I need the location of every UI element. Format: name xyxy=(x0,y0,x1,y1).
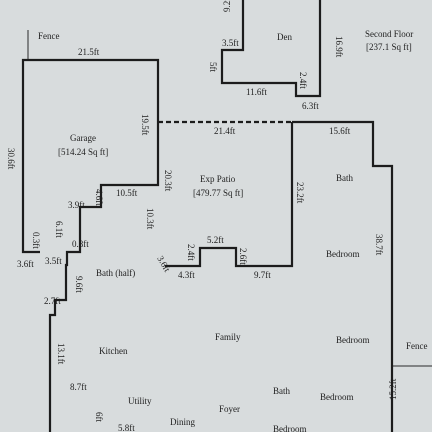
garage-patio-wall xyxy=(48,183,160,432)
dim-6-3: 6.3ft xyxy=(302,101,319,111)
dim-3-6b: 3.6ft xyxy=(155,254,172,274)
dim-4-6: 4.6ft xyxy=(94,189,104,206)
dining-label: Dining xyxy=(170,417,196,427)
dim-2-4: 2.4ft xyxy=(186,244,196,261)
dim-10-3: 10.3ft xyxy=(145,208,155,230)
dim-21-4: 21.4ft xyxy=(214,126,236,136)
den-walls xyxy=(220,0,322,98)
dim-6: 6ft xyxy=(94,412,104,422)
garage-area: [514.24 Sq ft] xyxy=(58,147,108,157)
dim-4-3: 4.3ft xyxy=(178,270,195,280)
bath-bottom-label: Bath xyxy=(273,386,290,396)
dim-11-6: 11.6ft xyxy=(246,87,267,97)
dim-9-7: 9.7ft xyxy=(254,270,271,280)
utility-label: Utility xyxy=(128,396,152,406)
dim-15-6: 15.6ft xyxy=(329,126,351,136)
dim-2-7: 2.7ft xyxy=(44,296,61,306)
family-label: Family xyxy=(215,332,241,342)
dim-8-7: 8.7ft xyxy=(70,382,87,392)
bath-half-label: Bath (half) xyxy=(96,268,135,278)
dim-3-5b: 3.5ft xyxy=(222,38,239,48)
dim-21-5: 21.5ft xyxy=(78,47,100,57)
dim-5-8: 5.8ft xyxy=(118,423,135,432)
dim-3-6: 3.6ft xyxy=(17,259,34,269)
dim-19-5: 19.5ft xyxy=(140,114,150,136)
garage-walls xyxy=(21,58,160,254)
patio-inner-wall xyxy=(165,122,294,268)
dim-5: 5ft xyxy=(208,62,218,72)
bedroom-4-label: Bedroom xyxy=(273,424,307,432)
exp-patio-area: [479.77 Sq ft] xyxy=(193,188,243,198)
dim-9-6: 9.6ft xyxy=(74,276,84,293)
dim-10-5: 10.5ft xyxy=(116,188,138,198)
dim-15-2: 15.2ft xyxy=(388,378,398,400)
dim-16-9: 16.9ft xyxy=(334,36,344,58)
dim-20-3: 20.3ft xyxy=(163,170,173,192)
bath-top-label: Bath xyxy=(336,173,353,183)
dim-2-6: 2.6ft xyxy=(238,248,248,265)
dim-38-7: 38.7ft xyxy=(374,234,384,256)
dim-23-2: 23.2ft xyxy=(295,182,305,204)
garage-label: Garage xyxy=(70,133,96,143)
dim-0-8: 0.8ft xyxy=(72,239,89,249)
bedroom-1-label: Bedroom xyxy=(326,249,360,259)
den-label: Den xyxy=(277,32,292,42)
dim-30-6: 30.6ft xyxy=(6,148,16,170)
dim-13-1: 13.1ft xyxy=(56,343,66,365)
dim-0-3: 0.3ft xyxy=(31,232,41,249)
dim-3-5: 3.5ft xyxy=(45,256,62,266)
house-outer-walls xyxy=(292,120,394,432)
second-floor-label: Second Floor xyxy=(365,29,413,39)
fence-top-label: Fence xyxy=(38,31,60,41)
fence-right-label: Fence xyxy=(406,341,428,351)
foyer-label: Foyer xyxy=(219,404,240,414)
exp-patio-label: Exp Patio xyxy=(200,174,236,184)
second-floor-area: [237.1 Sq ft] xyxy=(366,42,412,52)
dim-9-2: 9.2ft xyxy=(222,0,232,12)
dim-5-2: 5.2ft xyxy=(207,235,224,245)
dim-6-1: 6.1ft xyxy=(54,221,64,238)
kitchen-label: Kitchen xyxy=(99,346,128,356)
bedroom-2-label: Bedroom xyxy=(336,335,370,345)
dim-3-9: 3.9ft xyxy=(68,200,85,210)
bedroom-3-label: Bedroom xyxy=(320,392,354,402)
dim-2-4b: 2.4ft xyxy=(298,72,308,89)
